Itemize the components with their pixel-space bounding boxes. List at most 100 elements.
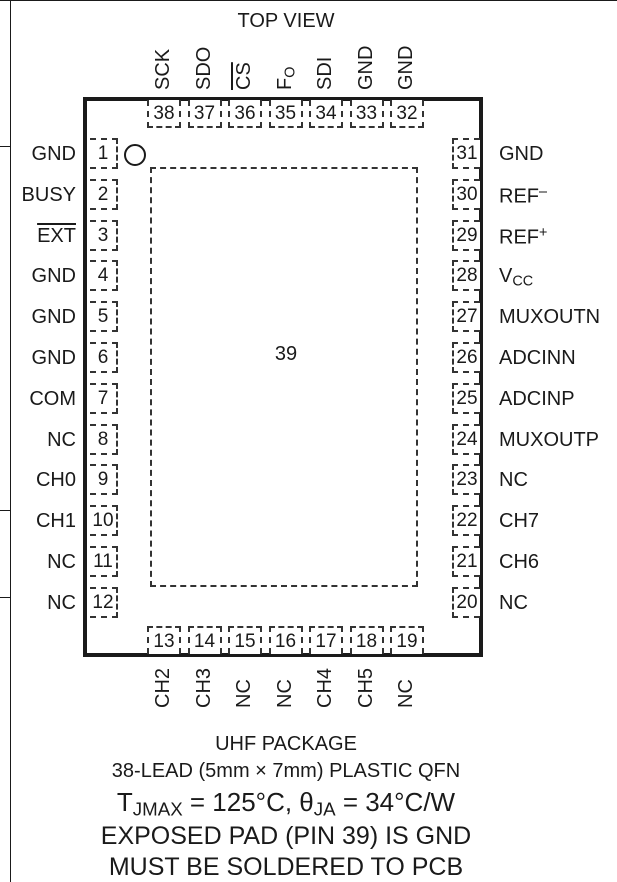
pin-label-13: CH2 (152, 667, 174, 708)
pin-label-text: ADCINN (499, 347, 576, 369)
pin-label-26: ADCINN (499, 348, 576, 368)
pin-label-text: GND (31, 143, 76, 165)
pin-label-text: CH6 (499, 551, 540, 573)
frame-tick-2 (0, 510, 11, 511)
pin-13: 13 (147, 626, 181, 654)
pin-15: 15 (228, 626, 262, 654)
pin-label-text: ADCINP (499, 387, 575, 410)
pin-label-33: GND (354, 45, 377, 90)
pin-21: 21 (452, 546, 480, 577)
pin-label-16: NC (273, 679, 296, 708)
pin-label-text: REF (499, 226, 539, 249)
pin-11: 11 (90, 546, 118, 577)
pin-label-36: CS (233, 62, 255, 90)
caption-lead: 38-LEAD (5mm × 7mm) PLASTIC QFN (111, 760, 461, 782)
frame-tick-3 (0, 597, 11, 598)
pin-label-2: BUSY (4, 185, 76, 205)
pin-label-text: BUSY (21, 183, 76, 206)
pin-label-sup: + (539, 224, 548, 241)
pin-label-text: NC (47, 428, 76, 451)
pin-label-text: CH3 (192, 667, 215, 708)
pin-label-text: CH7 (499, 510, 540, 533)
pin-27: 27 (452, 301, 480, 333)
diagram-title: TOP VIEW (237, 10, 335, 32)
pin-label-text: GND (395, 45, 417, 90)
pin-label-text: CH1 (35, 510, 76, 533)
caption-exposed-pad: EXPOSED PAD (PIN 39) IS GND (100, 822, 472, 850)
pin-label-38: SCK (152, 48, 174, 90)
pin-label-text: GND (31, 306, 76, 329)
pin-label-text: GND (31, 265, 76, 288)
caption-theta-sub: JA (313, 798, 336, 820)
pin-3: 3 (90, 219, 118, 251)
pin-12: 12 (90, 586, 118, 618)
pin-label-35: FO (273, 66, 299, 90)
package-body (83, 97, 483, 657)
pin-label-text: NC (395, 679, 417, 708)
pin-label-text: CH5 (354, 667, 377, 708)
pin-label-text: CS (233, 62, 255, 90)
pin-label-text: GND (354, 45, 377, 90)
pin-label-text: COM (29, 387, 76, 410)
pin-28: 28 (452, 260, 480, 292)
pin-16: 16 (268, 626, 303, 654)
pin-4: 4 (90, 260, 118, 292)
pin-label-text: MUXOUTN (499, 306, 601, 329)
pin-label-17: CH4 (314, 667, 336, 708)
pin-label-sub: O (282, 66, 299, 78)
pin-label-27: MUXOUTN (499, 307, 600, 327)
pin-18: 18 (349, 626, 384, 654)
pin-30: 30 (452, 178, 480, 210)
pin-label-sup: – (539, 183, 548, 200)
pin-2: 2 (90, 178, 118, 210)
pin-label-10: CH1 (4, 511, 76, 531)
pin-23: 23 (452, 464, 480, 496)
pin-1: 1 (90, 138, 118, 169)
exposed-pad (150, 167, 418, 587)
caption-package: UHF PACKAGE (215, 733, 357, 755)
pin-label-4: GND (4, 266, 76, 286)
pin-14: 14 (187, 626, 222, 654)
pin-label-text: NC (499, 591, 528, 614)
pin-label-30: REF– (499, 183, 548, 207)
pin-label-text: F (273, 77, 296, 90)
pin-label-text: SCK (152, 48, 174, 90)
pin-label-11: NC (4, 552, 76, 572)
pin-label-text: SDI (314, 56, 336, 90)
caption-t-sub: JMAX (132, 798, 183, 820)
pin-label-7: COM (4, 389, 76, 409)
pin-6: 6 (90, 342, 118, 373)
pin-35: 35 (268, 100, 303, 128)
pin-label-text: CH0 (35, 469, 76, 492)
pin-label-text: NC (273, 679, 296, 708)
pin-label-5: GND (4, 307, 76, 327)
pin-label-text: NC (47, 591, 76, 614)
caption-end: = 34°C/W (335, 787, 456, 817)
pin-label-23: NC (499, 470, 528, 490)
pin-label-14: CH3 (192, 667, 215, 708)
pin-10: 10 (90, 505, 118, 537)
pin-label-9: CH0 (4, 470, 76, 490)
pin-label-19: NC (395, 679, 417, 708)
pin-label-text: NC (47, 551, 76, 573)
pin-31: 31 (452, 138, 480, 169)
pin-25: 25 (452, 382, 480, 414)
pin-label-text: CH4 (314, 667, 336, 708)
pin-label-18: CH5 (354, 667, 377, 708)
pin-38: 38 (147, 100, 181, 128)
pin-17: 17 (309, 626, 343, 654)
pin-label-1: GND (4, 144, 76, 164)
exposed-pad-number: 39 (274, 343, 298, 365)
pin-20: 20 (452, 586, 480, 618)
pin-label-text: GND (31, 347, 76, 369)
caption-solder: MUST BE SOLDERED TO PCB (108, 853, 464, 881)
pin-36: 36 (228, 100, 262, 128)
pin-label-text: NC (233, 679, 255, 708)
pin-label-text: EXT (37, 224, 76, 247)
pin-label-34: SDI (314, 56, 336, 90)
pin-label-text: CH2 (152, 667, 174, 708)
pin-9: 9 (90, 464, 118, 496)
pin-label-24: MUXOUTP (499, 430, 599, 450)
pin-label-text: GND (499, 143, 544, 165)
pin-label-8: NC (4, 430, 76, 450)
